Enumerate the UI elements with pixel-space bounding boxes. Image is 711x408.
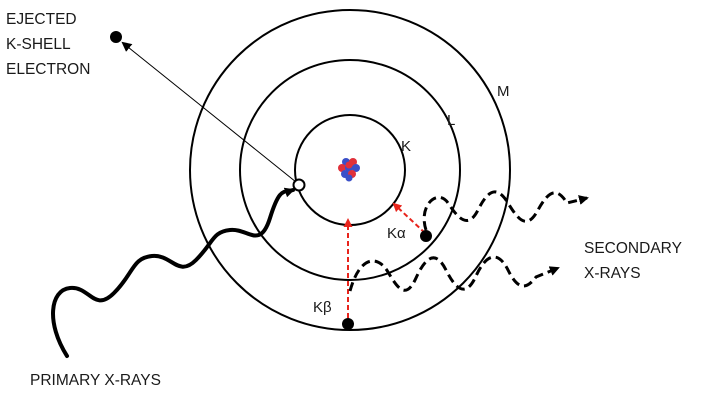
l-shell-electron bbox=[420, 230, 432, 242]
shell-m-orbit bbox=[189, 9, 511, 331]
k-beta-label: Kβ bbox=[313, 299, 332, 316]
shell-k-label: K bbox=[401, 138, 411, 155]
k-alpha-transition-arrow bbox=[392, 202, 426, 234]
secondary-label-line-2: X-RAYS bbox=[584, 265, 641, 282]
secondary-label-line-1: SECONDARY bbox=[584, 240, 682, 257]
shell-m-label: M bbox=[497, 83, 510, 100]
ejected-label-line-2: K-SHELL bbox=[6, 36, 71, 53]
shell-l-label: L bbox=[447, 112, 455, 129]
k-alpha-label: Kα bbox=[387, 225, 406, 242]
ejected-label-line-1: EJECTED bbox=[6, 11, 77, 28]
shell-l-orbit bbox=[239, 59, 461, 281]
primary-label: PRIMARY X-RAYS bbox=[30, 372, 161, 389]
m-shell-electron bbox=[342, 318, 354, 330]
k-shell-vacancy bbox=[292, 178, 306, 192]
primary-xray-wave bbox=[51, 187, 295, 358]
nucleus-icon bbox=[338, 158, 360, 182]
secondary-xray-wave-k-alpha bbox=[422, 190, 589, 231]
ejection-arrow bbox=[121, 41, 297, 183]
secondary-xray-wave-k-beta bbox=[348, 255, 560, 292]
ejected-electron bbox=[110, 31, 122, 43]
ejected-label-line-3: ELECTRON bbox=[6, 61, 90, 78]
